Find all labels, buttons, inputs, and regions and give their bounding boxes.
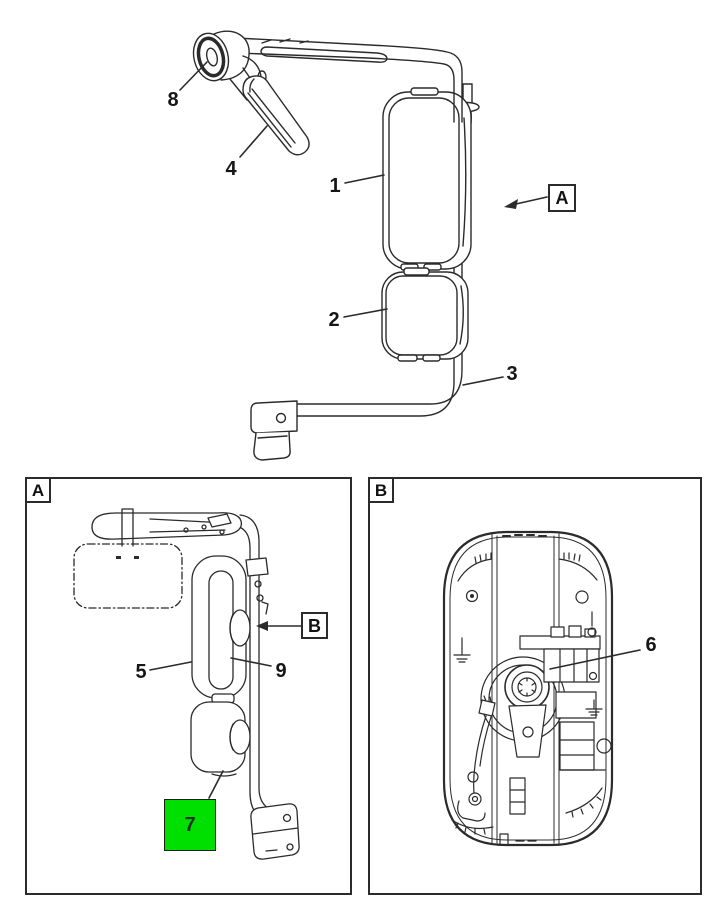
panel-a-frame xyxy=(25,477,352,895)
callout-8: 8 xyxy=(167,89,179,111)
detail-ref-a: A xyxy=(548,184,576,212)
callout-9: 9 xyxy=(275,660,287,682)
panel-b-frame xyxy=(368,477,702,895)
panel-a-leaders xyxy=(149,621,302,799)
detail-ref-b: B xyxy=(301,612,328,639)
callout-6: 6 xyxy=(645,634,657,656)
panel-b-art xyxy=(442,530,614,847)
main-view-art xyxy=(192,30,480,461)
panel-b-title: B xyxy=(368,477,394,503)
panel-a-title: A xyxy=(25,477,51,503)
callout-1: 1 xyxy=(329,175,341,197)
main-view-leaders xyxy=(179,61,548,386)
callout-5: 5 xyxy=(135,661,147,683)
highlighted-callout-7[interactable]: 7 xyxy=(164,799,216,851)
callout-2: 2 xyxy=(328,309,340,331)
callout-3: 3 xyxy=(506,363,518,385)
panel-a-art xyxy=(73,508,300,860)
callout-4: 4 xyxy=(225,158,237,180)
panel-b-leaders xyxy=(549,649,641,670)
